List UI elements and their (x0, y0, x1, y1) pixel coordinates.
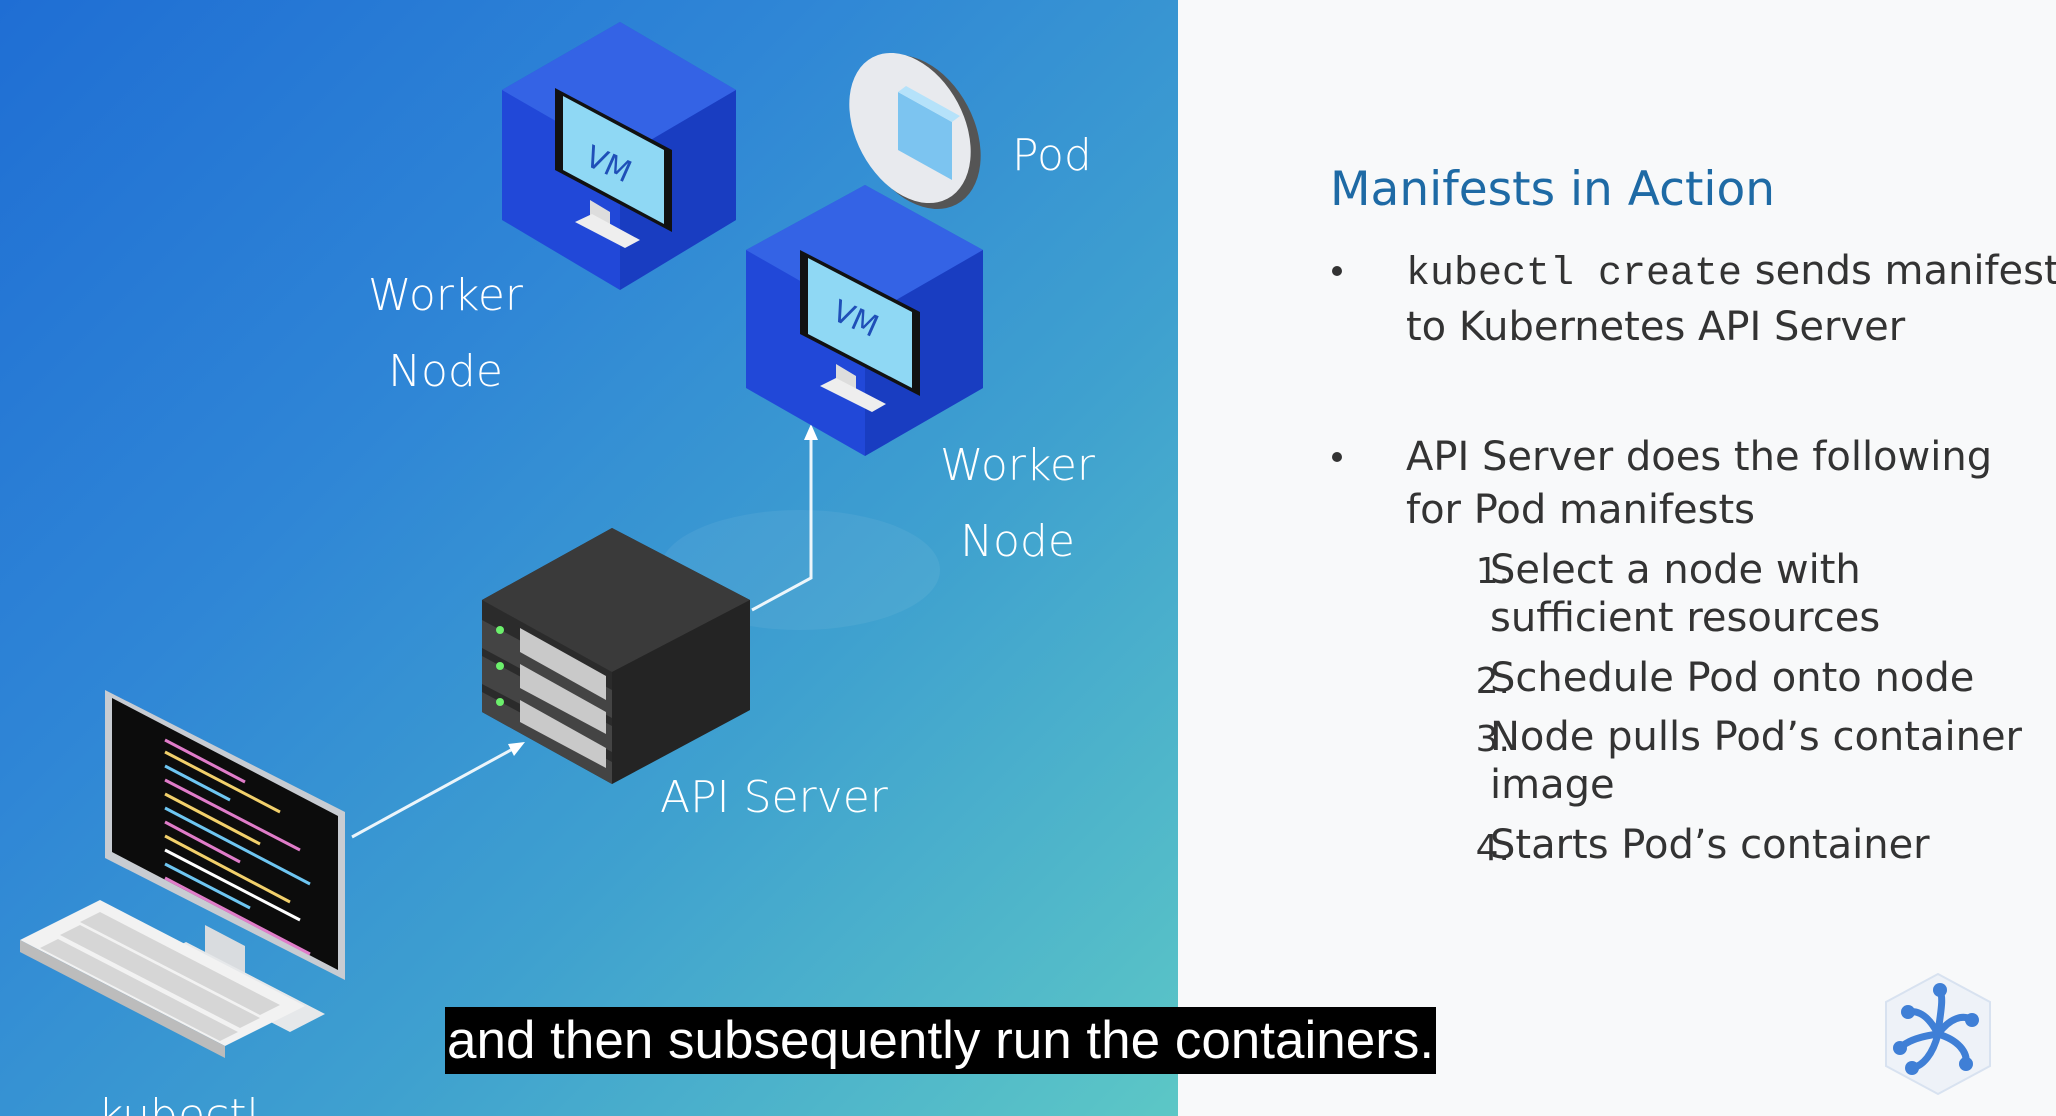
bullet-2-text: API Server does the following for Pod ma… (1406, 434, 1993, 533)
step-3-number: 3. (1475, 719, 1510, 760)
vm-monitor (555, 88, 672, 248)
kubectl-label: kubectl (98, 1090, 259, 1116)
arrow-kubectl-to-api (351, 743, 521, 839)
step-4-text: Starts Pod’s container (1490, 822, 1930, 868)
pod-icon (849, 52, 981, 210)
bullet-1-text: sends manifest to Kubernetes API Server (1406, 248, 2056, 350)
step-3-text: Node pulls Pod’s container image (1490, 714, 2022, 808)
slide-panel: Manifests in Action kubectl create sends… (1178, 0, 2056, 1116)
video-caption: and then subsequently run the containers… (445, 1007, 1437, 1074)
worker-node-label-1: Worker Node (368, 270, 524, 397)
bullet-2-dot (1332, 452, 1342, 462)
kubectl-create-code: kubectl create (1406, 252, 1743, 297)
pod-label: Pod (1012, 130, 1092, 181)
kubernetes-diagram: VM VM (20, 22, 983, 1058)
server-stack-icon (482, 528, 750, 784)
brand-logo-icon (1885, 972, 1991, 1096)
api-server-label: API Server (660, 772, 888, 823)
step-1-text: Select a node with sufficient resources (1490, 547, 1881, 641)
vm-cube-icon: VM (502, 22, 736, 290)
step-1-number: 1. (1475, 551, 1510, 592)
bullet-1: kubectl create sends manifest to Kuberne… (1406, 245, 2056, 354)
flow-arrows (351, 432, 813, 839)
bullet-1-dot (1332, 266, 1342, 276)
step-2-number: 2. (1475, 661, 1510, 702)
step-2-text: Schedule Pod onto node (1490, 655, 1975, 701)
vm-monitor-2 (800, 250, 920, 412)
slide-title: Manifests in Action (1330, 162, 1775, 217)
diagram-panel: VM VM (0, 0, 1178, 1116)
vm-cube-icon-2: VM (746, 185, 983, 456)
worker-node-label-2: Worker Node (940, 440, 1096, 567)
arrow-api-to-worker (751, 432, 813, 612)
step-4-number: 4. (1475, 828, 1510, 869)
keyboard-icon (20, 900, 305, 1058)
monitor-icon (105, 690, 345, 1032)
